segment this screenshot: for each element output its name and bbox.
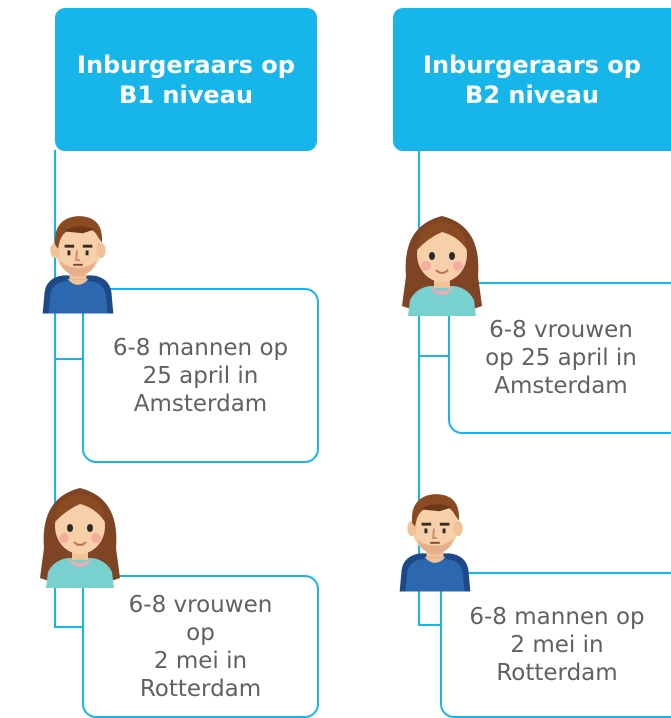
woman-avatar-icon: [392, 206, 492, 316]
card-line: Amsterdam: [133, 390, 268, 417]
card-line: 6-8 mannen op: [469, 604, 645, 630]
card-line: 25 april in: [142, 362, 259, 389]
connector-line: [54, 358, 84, 360]
connector-line: [418, 624, 450, 626]
header-line: B2 niveau: [465, 80, 599, 109]
card-line: 6-8 mannen op: [112, 334, 289, 361]
header-line: Inburgeraars op: [77, 50, 295, 79]
card-line: op 25 april in: [485, 345, 637, 371]
connector-line: [54, 626, 84, 628]
group-header-b1: Inburgeraars op B1 niveau: [55, 8, 317, 151]
session-card-b2-women: 6-8 vrouwen op 25 april in Amsterdam: [448, 282, 671, 434]
card-line: 2 mei in: [153, 647, 248, 674]
connector-line: [418, 355, 450, 357]
group-header-b2: Inburgeraars op B2 niveau: [393, 8, 671, 151]
header-line: Inburgeraars op: [423, 50, 641, 79]
connector-line: [418, 150, 420, 626]
connector-line: [54, 150, 56, 628]
man-avatar-icon: [392, 486, 478, 592]
header-line: B1 niveau: [119, 80, 253, 109]
card-line: Rotterdam: [139, 675, 262, 702]
card-line: 6-8 vrouwen: [489, 317, 633, 343]
card-line: Amsterdam: [494, 373, 628, 399]
card-line: Rotterdam: [496, 660, 618, 686]
woman-avatar-icon: [30, 478, 130, 588]
card-line: op: [186, 619, 215, 646]
card-line: 6-8 vrouwen: [128, 591, 273, 618]
session-card-b1-men: 6-8 mannen op 25 april in Amsterdam: [82, 288, 319, 463]
man-avatar-icon: [35, 205, 121, 317]
session-card-b2-men: 6-8 mannen op 2 mei in Rotterdam: [440, 572, 671, 718]
session-card-b1-women: 6-8 vrouwen op 2 mei in Rotterdam: [82, 575, 319, 718]
card-line: 2 mei in: [510, 632, 604, 658]
